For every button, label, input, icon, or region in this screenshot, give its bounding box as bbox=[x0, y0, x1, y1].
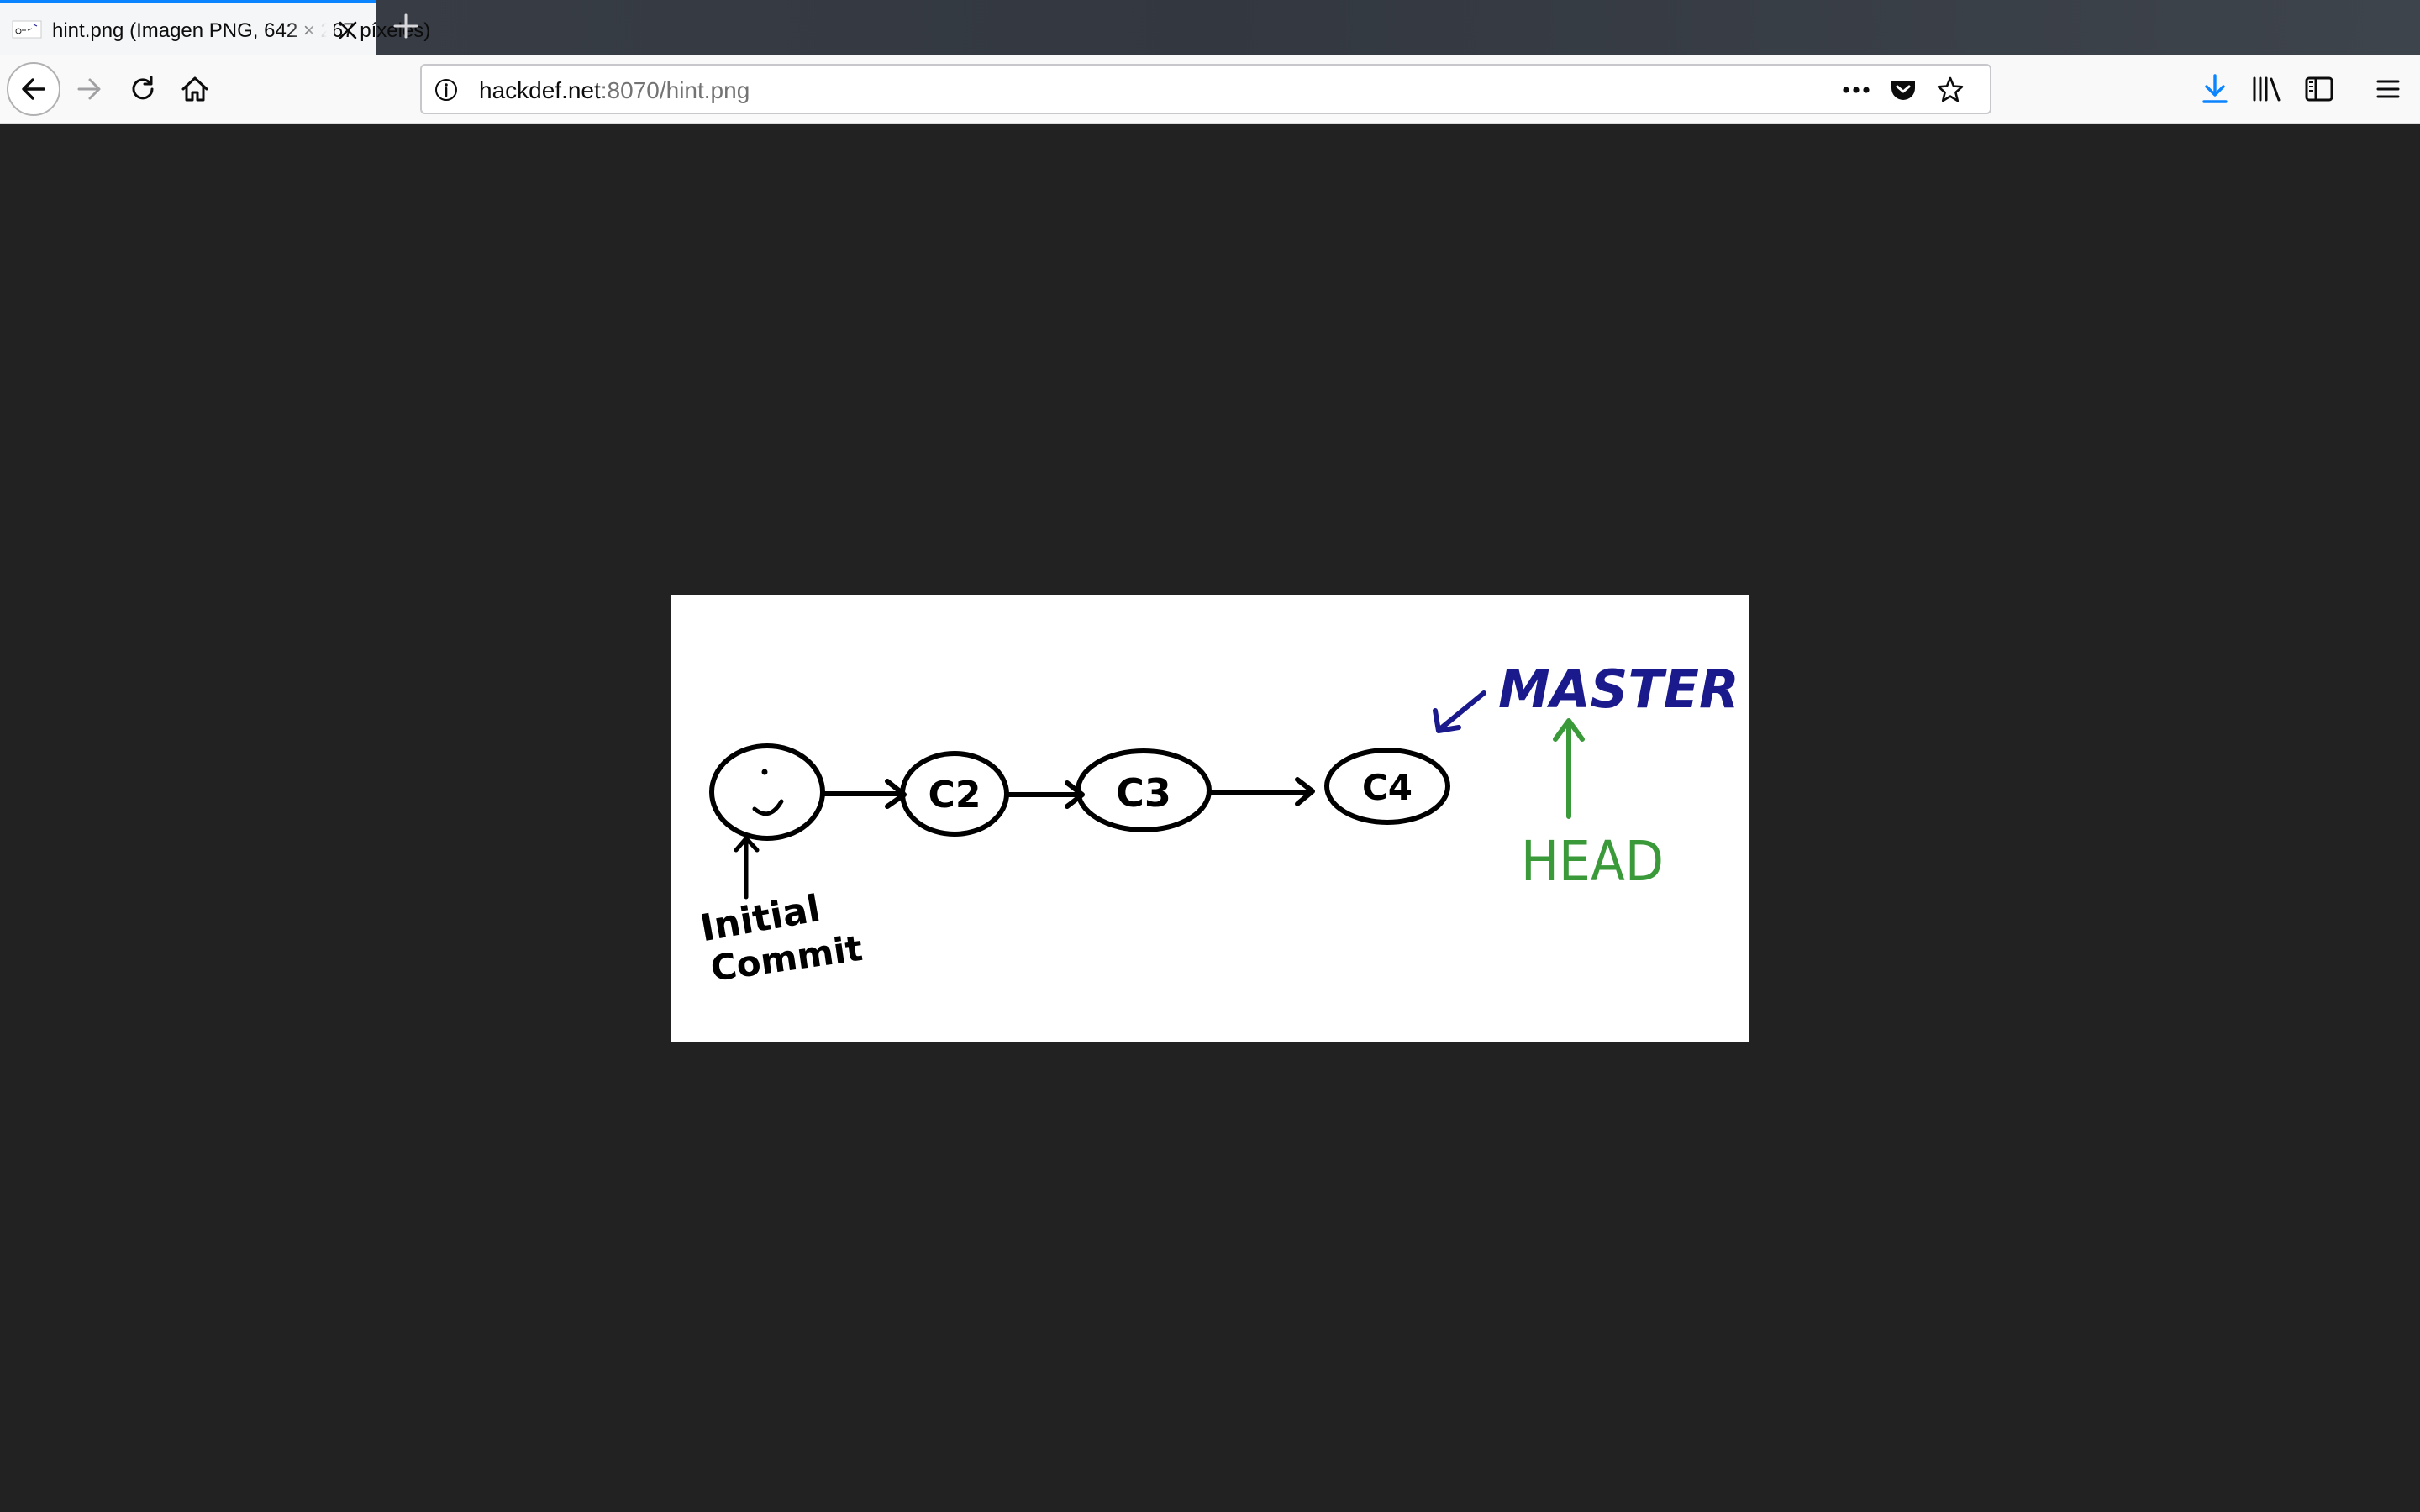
info-icon[interactable] bbox=[434, 77, 459, 102]
library-button[interactable] bbox=[2242, 64, 2292, 114]
reload-button[interactable] bbox=[118, 64, 168, 114]
sidebar-button[interactable] bbox=[2294, 64, 2344, 114]
forward-arrow-icon bbox=[77, 78, 101, 100]
initial-commit-node bbox=[709, 743, 825, 841]
url-bar[interactable]: hackdef.net:8070/hint.png bbox=[420, 64, 1991, 114]
url-host: hackdef.net bbox=[479, 77, 601, 103]
more-actions-icon bbox=[1843, 87, 1870, 93]
pocket-icon bbox=[1891, 81, 1915, 100]
url-path: :8070/hint.png bbox=[600, 77, 750, 103]
smiley-mouth bbox=[752, 799, 784, 816]
home-icon bbox=[182, 76, 208, 102]
smiley-eye bbox=[761, 769, 768, 775]
menu-icon bbox=[2376, 80, 2400, 98]
library-icon bbox=[2253, 76, 2281, 102]
arrow-master-to-c4 bbox=[1433, 690, 1486, 733]
tab-title-fade bbox=[286, 12, 334, 50]
home-button[interactable] bbox=[170, 64, 220, 114]
bookmark-button[interactable] bbox=[1934, 74, 1966, 106]
arrow-c2-c3 bbox=[1004, 780, 1085, 809]
forward-button[interactable] bbox=[64, 64, 114, 114]
download-icon bbox=[2202, 74, 2228, 103]
menu-button[interactable] bbox=[2363, 64, 2413, 114]
sidebar-icon bbox=[2305, 76, 2333, 102]
reload-icon bbox=[132, 76, 154, 100]
url-text[interactable]: hackdef.net:8070/hint.png bbox=[479, 76, 750, 105]
image-thumbnail-icon bbox=[12, 20, 42, 39]
more-actions-button[interactable] bbox=[1840, 74, 1872, 106]
branch-label-master: MASTER bbox=[1498, 659, 1739, 720]
displayed-image: C2 C3 C4 Initial Commit MASTER HEAD bbox=[671, 595, 1749, 1042]
back-arrow-icon bbox=[22, 78, 45, 100]
arrow-c3-c4 bbox=[1207, 777, 1315, 806]
tab-active[interactable]: hint.png (Imagen PNG, 642 × 267 píxeles) bbox=[0, 0, 431, 55]
commit-label-c3: C3 bbox=[1116, 770, 1171, 816]
navigation-toolbar: hackdef.net:8070/hint.png bbox=[0, 55, 2420, 124]
arrow-to-initial-commit bbox=[734, 836, 760, 900]
arrow-head-to-master bbox=[1553, 718, 1585, 819]
commit-label-c2: C2 bbox=[929, 774, 981, 816]
tab-strip: hint.png (Imagen PNG, 642 × 267 píxeles) bbox=[0, 0, 2420, 55]
git-diagram-drawing: C2 C3 C4 Initial Commit MASTER HEAD bbox=[697, 659, 1739, 990]
pocket-button[interactable] bbox=[1887, 74, 1919, 106]
close-icon[interactable] bbox=[336, 18, 360, 42]
commit-node-c4 bbox=[1324, 748, 1450, 825]
tab-title: hint.png (Imagen PNG, 642 × 267 píxeles) bbox=[52, 19, 431, 42]
commit-label-c4: C4 bbox=[1362, 767, 1413, 808]
bookmark-star-icon bbox=[1937, 76, 1964, 102]
arrow-initial-c2 bbox=[821, 779, 907, 809]
back-button[interactable] bbox=[7, 62, 60, 116]
downloads-button[interactable] bbox=[2190, 64, 2240, 114]
head-label: HEAD bbox=[1521, 829, 1664, 894]
plus-icon[interactable] bbox=[392, 12, 420, 40]
